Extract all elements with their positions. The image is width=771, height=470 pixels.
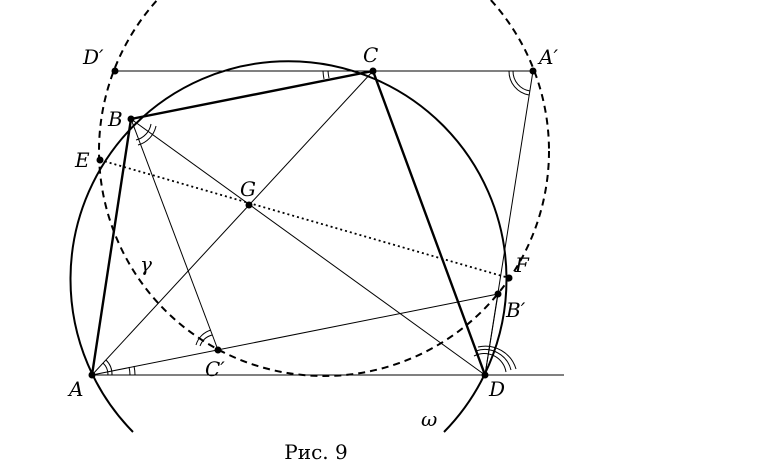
line-d-b-prime: [484, 293, 499, 376]
circle-omega: [69, 60, 508, 433]
label-b: B: [107, 107, 123, 131]
angle-mark-a-inner: [102, 362, 109, 376]
quadrilateral-abcd: [90, 69, 487, 376]
label-g: G: [240, 177, 256, 201]
line-a-c: [91, 70, 374, 376]
angle-mark-c-prime-1: [195, 329, 212, 346]
point-b-prime: [494, 290, 502, 298]
angle-mark-a-outer: [105, 359, 113, 376]
angle-mark-b-2: [137, 125, 157, 146]
angle-mark-c-2: [327, 70, 330, 79]
angle-mark-a-prime-2: [508, 70, 530, 96]
label-a-prime: A′: [537, 45, 558, 69]
point-e: [96, 156, 104, 164]
line-a-b-prime: [91, 293, 499, 376]
angle-mark-c-prime-2: [199, 334, 213, 347]
label-c: C: [363, 43, 378, 67]
angle-mark-d-3: [477, 345, 517, 370]
label-d: D: [488, 377, 505, 401]
point-a-prime: [529, 67, 537, 75]
point-g: [245, 201, 253, 209]
angle-mark-c-1: [322, 70, 325, 80]
label-f: F: [514, 253, 530, 277]
point-b: [127, 115, 135, 123]
angle-mark-d-1: [473, 352, 507, 373]
dotted-line-e-f: [99, 159, 510, 279]
point-f: [505, 274, 513, 282]
line-b-c-prime: [130, 118, 219, 351]
angle-mark-b: [135, 123, 152, 141]
label-b-prime: B′: [505, 298, 526, 322]
circle-gamma-dashed: [98, 0, 550, 377]
point-d-prime: [111, 67, 119, 75]
angle-mark-a-prime-1: [512, 70, 531, 92]
label-e: E: [74, 148, 90, 172]
label-gamma: γ: [140, 252, 152, 276]
angle-mark-a-bottom-2: [133, 365, 136, 376]
label-a: A: [67, 377, 83, 401]
angle-mark-d-2: [475, 349, 512, 371]
point-a: [88, 371, 96, 379]
label-omega: ω: [421, 407, 437, 431]
point-c: [369, 67, 377, 75]
point-c-prime: [214, 346, 222, 354]
figure-caption: Рис. 9: [284, 440, 348, 464]
label-d-prime: D′: [82, 45, 104, 69]
point-d: [481, 371, 489, 379]
label-c-prime: C′: [205, 357, 225, 381]
line-b-d: [130, 118, 486, 376]
angle-mark-a-bottom-1: [128, 366, 131, 376]
